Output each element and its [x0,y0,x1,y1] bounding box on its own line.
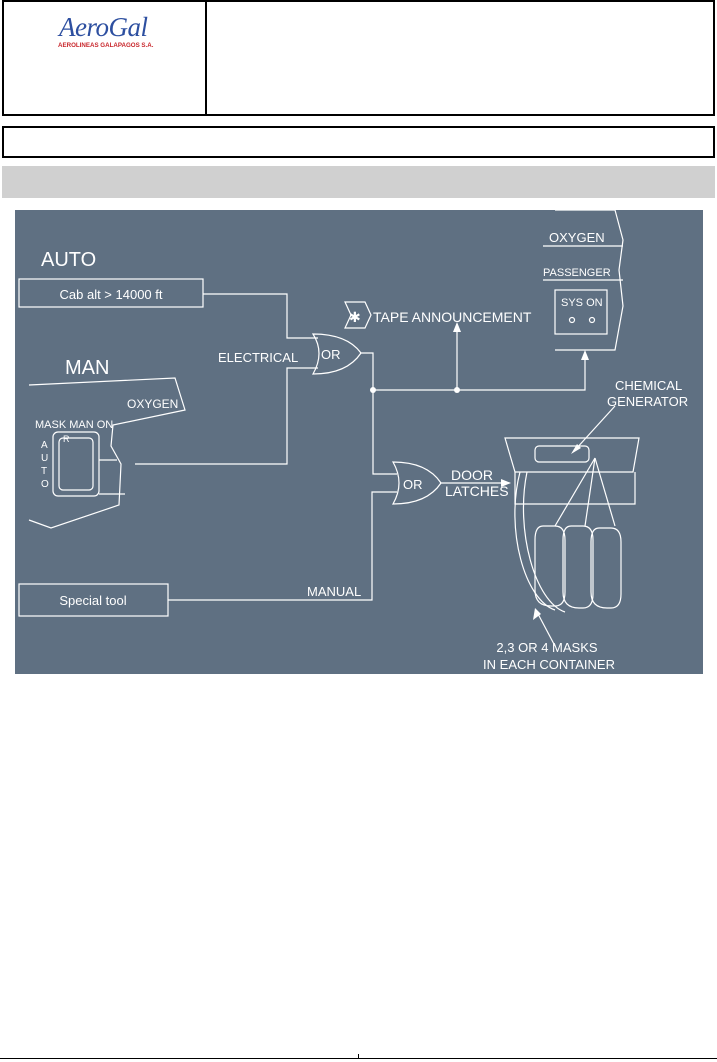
masks-note-line2: IN EACH CONTAINER [483,657,615,672]
footer-divider [358,1054,359,1059]
tape-star-icon: ✱ [349,310,361,326]
arrow-door [501,479,511,487]
arrow-panel [581,350,589,360]
tape-flag [344,301,372,329]
document-header: AeroGal AEROLINEAS GALAPAGOS S.A. [2,0,715,116]
logo-cell: AeroGal AEROLINEAS GALAPAGOS S.A. [4,2,207,114]
junction-dot-2 [454,387,460,393]
passenger-panel-outline [543,210,624,351]
masks-pointer [536,611,556,647]
or-gate-2 [391,461,442,505]
generator-label: GENERATOR [607,394,688,409]
man-panel-outline [28,377,186,529]
special-tool-text: Special tool [59,593,126,608]
or-gate-1-label: OR [321,347,341,362]
wire-to-or2 [372,390,397,475]
header-blank-cell [207,2,713,114]
masks-note-line1: 2,3 OR 4 MASKS [496,640,597,655]
wire-man-to-or [135,367,318,465]
auto-vertical-a: A [41,440,48,451]
manual-label: MANUAL [307,584,361,599]
cab-alt-box [18,278,204,308]
or-gate-2-label: OR [403,477,423,492]
wire-manual-to-or2 [168,491,397,601]
special-tool-box [18,583,169,617]
latches-label: LATCHES [445,483,509,499]
section-band [2,166,715,198]
electrical-label: ELECTRICAL [218,350,298,365]
oxygen-system-diagram: AUTO Cab alt > 14000 ft MAN OXYGEN MASK … [15,210,703,674]
logo-subtitle: AEROLINEAS GALAPAGOS S.A. [58,42,154,49]
arrow-tape [453,322,461,332]
man-label: MAN [65,357,109,379]
pax-panel-oxygen: OXYGEN [549,230,605,245]
chemical-label: CHEMICAL [615,378,682,393]
mask-man-on-label: MASK MAN ON [35,419,113,431]
or-gate-1 [311,333,362,375]
passenger-label: PASSENGER [543,267,611,279]
auto-vertical-o: O [41,479,49,490]
auto-vertical-u: U [41,453,48,464]
auto-label: AUTO [41,249,96,271]
r-label: R [63,434,70,444]
door-label: DOOR [451,467,493,483]
man-panel-oxygen: OXYGEN [127,397,178,411]
masks-arrow [533,608,541,620]
cab-alt-text: Cab alt > 14000 ft [60,287,163,302]
mask-container [504,437,640,613]
junction-dot-1 [370,387,376,393]
sys-on-label: SYS ON [561,297,603,309]
generator-pointer [574,405,616,451]
tape-announcement-label: TAPE ANNOUNCEMENT [373,309,532,325]
wire-auto-to-or [203,293,318,339]
aerogal-logo: AeroGal [59,12,148,42]
subheader-box [2,126,715,158]
diagram-background [15,210,703,674]
auto-vertical-t: T [41,466,47,477]
